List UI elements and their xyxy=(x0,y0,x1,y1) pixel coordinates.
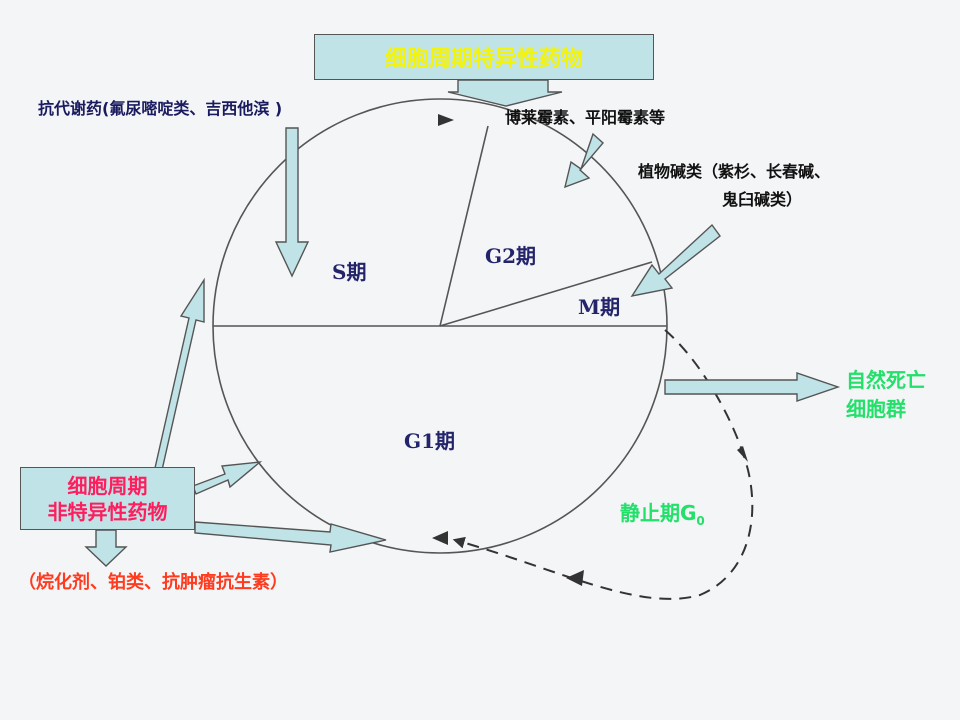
g0-arrow-mid-icon xyxy=(737,446,748,462)
specific-drugs-title: 细胞周期特异性药物 xyxy=(384,47,583,72)
cycle-arrow-bottom-icon xyxy=(432,531,448,545)
nonspecific-box-line1: 细胞周期 xyxy=(67,473,148,498)
s-g2-divider xyxy=(439,125,489,327)
g2-m-divider xyxy=(439,261,653,327)
nonspecific-drugs-box: 细胞周期 非特异性药物 xyxy=(20,467,195,530)
nonspecific-drugs-list: （烷化剂、铂类、抗肿瘤抗生素） xyxy=(18,572,288,593)
nonspecific-box-line2: 非特异性药物 xyxy=(47,499,168,524)
death-arrow xyxy=(664,372,841,402)
specific-drugs-title-box: 细胞周期特异性药物 xyxy=(314,34,654,80)
nonspecific-to-s-arrow xyxy=(149,277,205,471)
g1-phase-label: G1期 xyxy=(404,429,455,453)
s-phase-label: S期 xyxy=(332,260,367,284)
m-phase-drug-arrow xyxy=(630,223,721,298)
natural-death-label: 自然死亡 xyxy=(846,368,926,392)
bleomycin-label: 博莱霉素、平阳霉素等 xyxy=(505,108,666,127)
nonspecific-to-g1-arrow xyxy=(192,461,263,495)
g0-label-text: 静止期G xyxy=(620,501,697,525)
nonspecific-to-bottom-arrow xyxy=(194,521,387,553)
g0-arrow-low-icon xyxy=(566,570,584,586)
nonspecific-down-arrow xyxy=(84,529,128,567)
alkaloid-label-line2: 鬼臼碱类） xyxy=(722,190,803,209)
m-phase-label: M期 xyxy=(578,295,621,319)
cell-population-label: 细胞群 xyxy=(846,397,906,421)
title-down-arrow xyxy=(447,79,563,107)
cycle-arrow-top-icon xyxy=(438,114,454,126)
g0-label: 静止期G0 xyxy=(620,497,705,528)
g0-dashed-loop xyxy=(452,329,754,600)
alkaloid-label-line1: 植物碱类（紫杉、长春碱、 xyxy=(638,162,831,181)
g2-phase-label: G2期 xyxy=(485,244,536,268)
g0-label-sub: 0 xyxy=(696,514,705,528)
g2-drug-arrow xyxy=(564,132,604,189)
antimetabolite-label: 抗代谢药(氟尿嘧啶类、吉西他滨 ) xyxy=(38,99,283,118)
s-phase-drug-arrow xyxy=(274,127,310,278)
